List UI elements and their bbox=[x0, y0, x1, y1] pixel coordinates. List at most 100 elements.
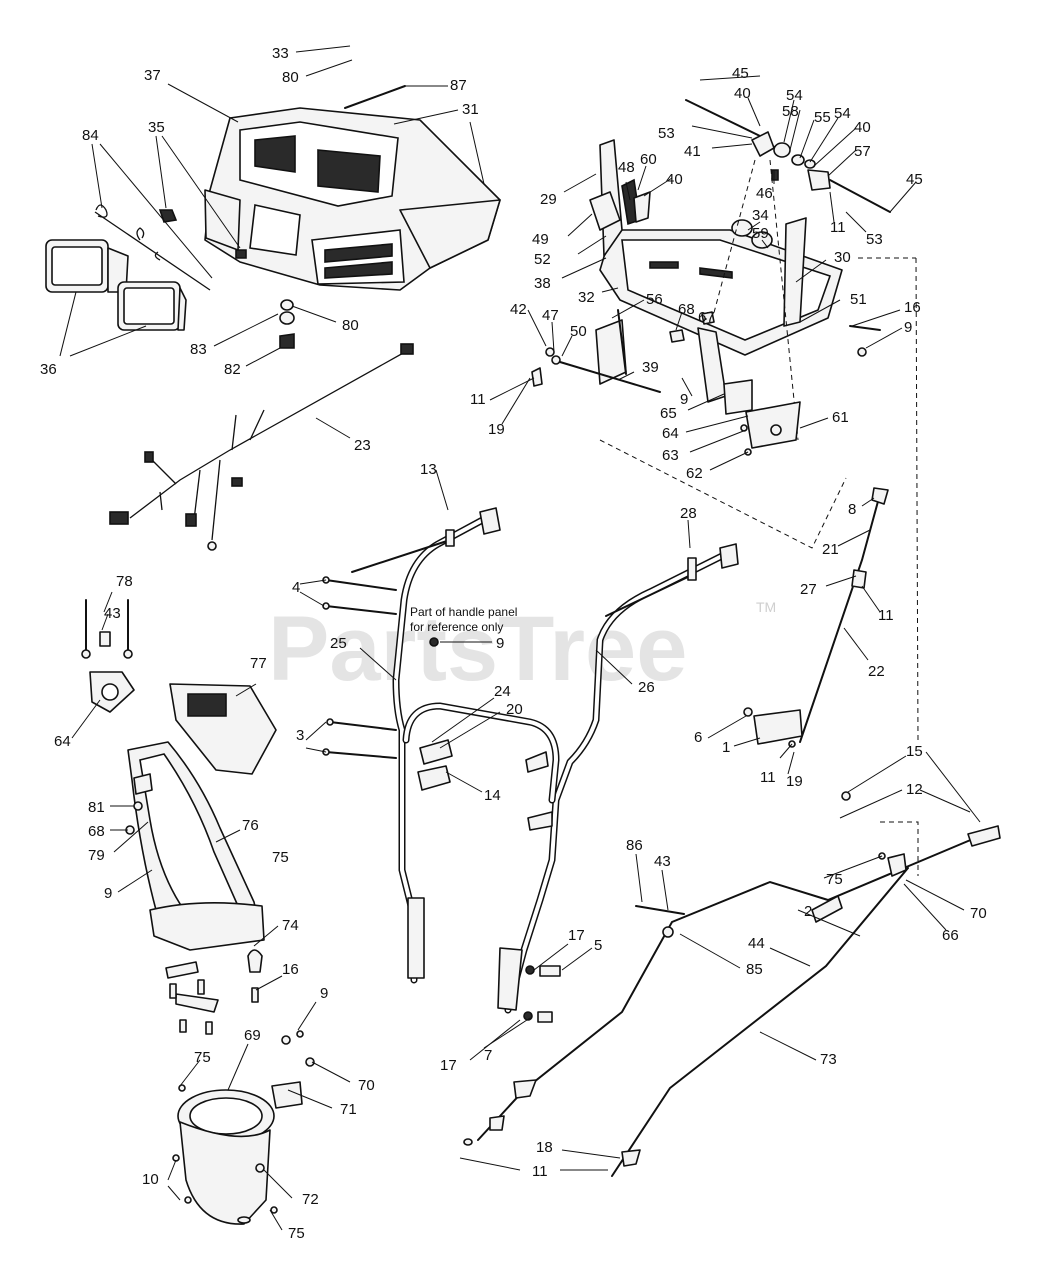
callout-46: 46 bbox=[756, 185, 773, 202]
callout-58: 58 bbox=[782, 103, 799, 120]
callout-59: 59 bbox=[752, 225, 769, 242]
callout-65: 65 bbox=[660, 405, 677, 422]
callout-54-b: 54 bbox=[834, 105, 851, 122]
callout-79: 79 bbox=[88, 847, 105, 864]
callout-60: 60 bbox=[640, 151, 657, 168]
dashboard-housing bbox=[204, 85, 501, 291]
reference-note-line2: for reference only bbox=[410, 620, 503, 634]
callout-19: 19 bbox=[488, 421, 505, 438]
callout-82: 82 bbox=[224, 361, 241, 378]
callout-9-e: 9 bbox=[320, 985, 328, 1002]
callout-64: 64 bbox=[662, 425, 679, 442]
callout-38: 38 bbox=[534, 275, 551, 292]
callout-52: 52 bbox=[534, 251, 551, 268]
callout-70: 70 bbox=[970, 905, 987, 922]
callout-35: 35 bbox=[148, 119, 165, 136]
callout-64-b: 64 bbox=[54, 733, 71, 750]
callout-7: 7 bbox=[484, 1047, 492, 1064]
callout-67: 67 bbox=[698, 309, 715, 326]
callout-15: 15 bbox=[906, 743, 923, 760]
callout-66: 66 bbox=[942, 927, 959, 944]
callout-85: 85 bbox=[746, 961, 763, 978]
chute-base bbox=[172, 1057, 315, 1225]
control-panel-assembly bbox=[531, 99, 919, 741]
callout-75-b: 75 bbox=[826, 871, 843, 888]
callout-57: 57 bbox=[854, 143, 871, 160]
callout-43: 43 bbox=[104, 605, 121, 622]
callout-73: 73 bbox=[820, 1051, 837, 1068]
callout-33: 33 bbox=[272, 45, 289, 62]
callout-87: 87 bbox=[450, 77, 467, 94]
callout-53: 53 bbox=[658, 125, 675, 142]
callout-32: 32 bbox=[578, 289, 595, 306]
callout-48: 48 bbox=[618, 159, 635, 176]
callout-34: 34 bbox=[752, 207, 769, 224]
control-rods bbox=[463, 487, 1001, 1177]
chute-deflector bbox=[81, 599, 135, 713]
reference-note-line1: Part of handle panel bbox=[410, 605, 517, 619]
discharge-chute bbox=[125, 741, 265, 951]
callout-77: 77 bbox=[250, 655, 267, 672]
chute-clips bbox=[165, 949, 304, 1045]
callout-62: 62 bbox=[686, 465, 703, 482]
callout-1: 1 bbox=[722, 739, 730, 756]
callout-6: 6 bbox=[694, 729, 702, 746]
callout-54: 54 bbox=[786, 87, 803, 104]
callout-20: 20 bbox=[506, 701, 523, 718]
watermark-trademark: TM bbox=[756, 599, 776, 615]
callout-76: 76 bbox=[242, 817, 259, 834]
callout-4: 4 bbox=[292, 579, 300, 596]
callout-39: 39 bbox=[642, 359, 659, 376]
callout-43-b: 43 bbox=[654, 853, 671, 870]
callout-40: 40 bbox=[734, 85, 751, 102]
callout-24: 24 bbox=[494, 683, 511, 700]
callout-27: 27 bbox=[800, 581, 817, 598]
callout-37: 37 bbox=[144, 67, 161, 84]
headlight-left bbox=[45, 239, 129, 293]
callout-49: 49 bbox=[532, 231, 549, 248]
callout-29: 29 bbox=[540, 191, 557, 208]
callout-41: 41 bbox=[684, 143, 701, 160]
handle-right bbox=[497, 543, 739, 1014]
callout-31: 31 bbox=[462, 101, 479, 118]
callout-50: 50 bbox=[570, 323, 587, 340]
callout-11-b: 11 bbox=[470, 391, 486, 408]
leader-lines bbox=[59, 45, 981, 1231]
callout-75-c: 75 bbox=[194, 1049, 211, 1066]
callout-75-d: 75 bbox=[288, 1225, 305, 1242]
callout-11-c: 11 bbox=[878, 607, 894, 624]
callout-9-d: 9 bbox=[104, 885, 112, 902]
callout-47: 47 bbox=[542, 307, 559, 324]
callout-45: 45 bbox=[732, 65, 749, 82]
headlight-right bbox=[117, 281, 187, 331]
callout-labels: 33 80 87 37 31 84 35 36 83 80 82 23 45 4… bbox=[40, 45, 987, 1242]
callout-19-b: 19 bbox=[786, 773, 803, 790]
handle-left bbox=[351, 507, 501, 984]
callout-16: 16 bbox=[904, 299, 921, 316]
callout-11-d: 11 bbox=[760, 769, 776, 786]
callout-36: 36 bbox=[40, 361, 57, 378]
callout-11: 11 bbox=[830, 219, 846, 236]
callout-22: 22 bbox=[868, 663, 885, 680]
callout-44: 44 bbox=[748, 935, 765, 952]
handle-crossbar bbox=[402, 702, 560, 804]
callout-40-c: 40 bbox=[666, 171, 683, 188]
callout-53-b: 53 bbox=[866, 231, 883, 248]
callout-30: 30 bbox=[834, 249, 851, 266]
callout-81: 81 bbox=[88, 799, 105, 816]
callout-70-b: 70 bbox=[358, 1077, 375, 1094]
callout-13: 13 bbox=[420, 461, 437, 478]
callout-71: 71 bbox=[340, 1101, 357, 1118]
callout-72: 72 bbox=[302, 1191, 319, 1208]
callout-56: 56 bbox=[646, 291, 663, 308]
chute-cover bbox=[169, 683, 277, 775]
callout-8: 8 bbox=[848, 501, 856, 518]
callout-68-b: 68 bbox=[88, 823, 105, 840]
callout-11-e: 11 bbox=[532, 1163, 548, 1180]
callout-10: 10 bbox=[142, 1171, 159, 1188]
callout-9: 9 bbox=[904, 319, 912, 336]
callout-80-lower: 80 bbox=[342, 317, 359, 334]
callout-40-b: 40 bbox=[854, 119, 871, 136]
callout-84: 84 bbox=[82, 127, 99, 144]
